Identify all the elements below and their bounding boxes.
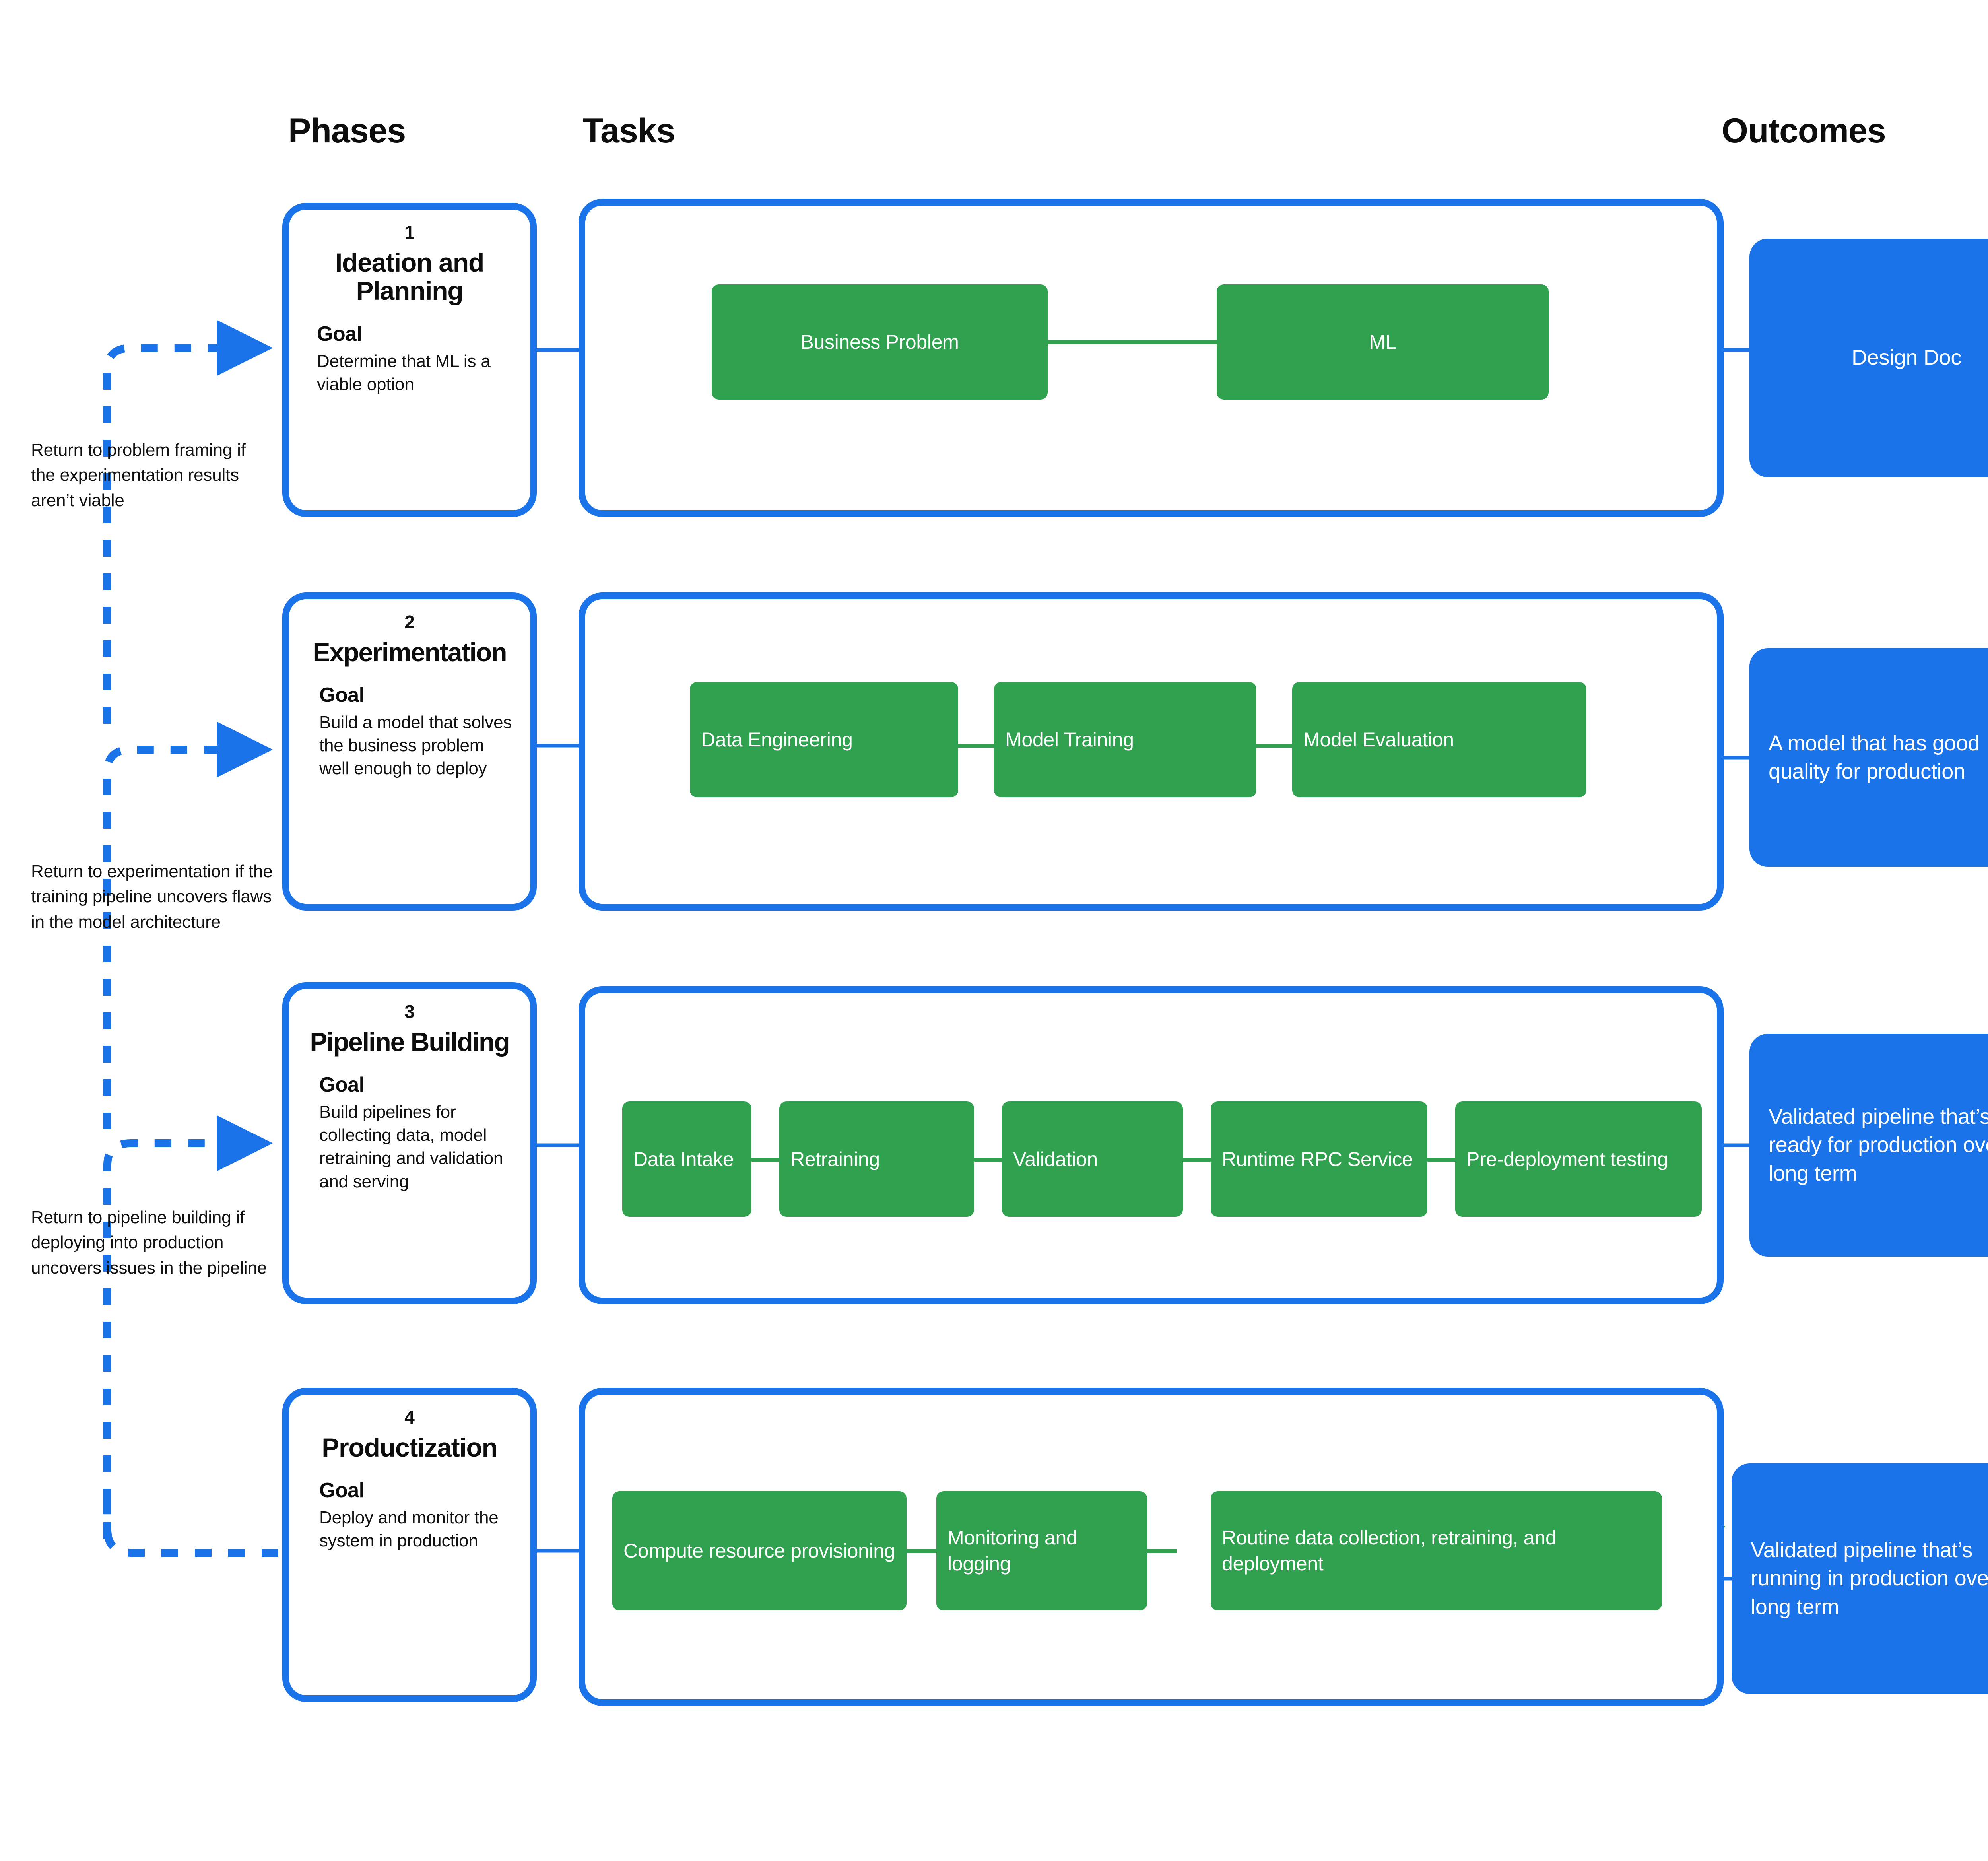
phase-card-ideation-and-planning[interactable]: 1 Ideation and Planning Goal Determine t… (282, 203, 537, 517)
task-connector-row-4-b (1147, 1549, 1177, 1553)
tasks-to-outcome-connectors (1724, 348, 1749, 1581)
task-box-model-evaluation[interactable]: Model Evaluation (1292, 682, 1586, 797)
phase-number: 1 (404, 222, 415, 243)
task-box-validation[interactable]: Validation (1002, 1101, 1183, 1217)
feedback-arrow-to-phase-2 (103, 722, 273, 1129)
task-connector-row-1 (1048, 340, 1217, 344)
phase-title: Productization (322, 1433, 498, 1462)
task-connector-row-3-c (1183, 1158, 1211, 1162)
task-connector-row-3-d (1427, 1158, 1455, 1162)
task-box-runtime-rpc-service[interactable]: Runtime RPC Service (1211, 1101, 1427, 1217)
outcome-box-design-doc[interactable]: Design Doc (1749, 239, 1988, 477)
phase-number: 3 (404, 1001, 415, 1022)
phase-goal-block: Goal Build pipelines for collecting data… (305, 1073, 514, 1193)
goal-text: Determine that ML is a viable option (317, 351, 491, 394)
goal-text: Build a model that solves the business p… (319, 713, 512, 779)
column-header-tasks: Tasks (582, 112, 675, 150)
task-box-compute-resource-provisioning[interactable]: Compute resource provisioning (612, 1491, 907, 1610)
task-box-pre-deployment-testing[interactable]: Pre-deployment testing (1455, 1101, 1702, 1217)
phase-number: 2 (404, 612, 415, 632)
task-connector-row-4-a (907, 1549, 936, 1553)
outcome-box-validated-pipeline-ready[interactable]: Validated pipeline that’s ready for prod… (1749, 1034, 1988, 1257)
task-box-data-engineering[interactable]: Data Engineering (690, 682, 958, 797)
phase-card-experimentation[interactable]: 2 Experimentation Goal Build a model tha… (282, 592, 537, 911)
task-box-data-intake[interactable]: Data Intake (622, 1101, 751, 1217)
goal-label: Goal (319, 1073, 365, 1097)
task-connector-row-2-a (958, 744, 994, 748)
phase-goal-block: Goal Deploy and monitor the system in pr… (305, 1478, 514, 1552)
phase-card-productization[interactable]: 4 Productization Goal Deploy and monitor… (282, 1388, 537, 1702)
outcome-box-validated-pipeline-running[interactable]: Validated pipeline that’s running in pro… (1732, 1463, 1988, 1694)
feedback-arrow-to-phase-3 (103, 1115, 273, 1539)
phase-to-tasks-connectors (537, 348, 579, 1553)
task-box-business-problem[interactable]: Business Problem (712, 284, 1048, 400)
column-header-outcomes: Outcomes (1722, 112, 1886, 150)
outcome-box-model-good-quality[interactable]: A model that has good quality for produc… (1749, 648, 1988, 867)
return-note-problem-framing: Return to problem framing if the experim… (31, 440, 246, 510)
task-box-routine-data-collection-retraining-deployment[interactable]: Routine data collection, retraining, and… (1211, 1491, 1662, 1610)
goal-text: Build pipelines for collecting data, mod… (319, 1102, 503, 1191)
goal-label: Goal (319, 1479, 365, 1502)
task-box-monitoring-and-logging[interactable]: Monitoring and logging (936, 1491, 1147, 1610)
goal-label: Goal (317, 322, 362, 346)
task-box-model-training[interactable]: Model Training (994, 682, 1256, 797)
phase-card-pipeline-building[interactable]: 3 Pipeline Building Goal Build pipelines… (282, 982, 537, 1304)
task-connector-row-3-b (974, 1158, 1002, 1162)
phase-goal-block: Goal Determine that ML is a viable optio… (305, 322, 514, 396)
goal-label: Goal (319, 684, 365, 707)
return-note-experimentation-training-pipeline: Return to experimentation if the trainin… (31, 862, 273, 932)
phase-title: Pipeline Building (310, 1027, 510, 1057)
feedback-spine-from-phase-4 (103, 1499, 278, 1557)
column-header-phases: Phases (288, 112, 406, 150)
phase-number: 4 (404, 1407, 415, 1428)
task-connector-row-3-a (751, 1158, 779, 1162)
task-box-ml[interactable]: ML (1217, 284, 1549, 400)
feedback-arrow-to-phase-1 (103, 320, 273, 724)
return-note-pipeline-building: Return to pipeline building if deploying… (31, 1208, 267, 1278)
phase-title: Ideation and Planning (335, 248, 484, 306)
phase-title: Experimentation (313, 637, 507, 667)
task-box-retraining[interactable]: Retraining (779, 1101, 974, 1217)
task-connector-row-2-b (1256, 744, 1292, 748)
goal-text: Deploy and monitor the system in product… (319, 1508, 499, 1551)
phase-goal-block: Goal Build a model that solves the busin… (305, 683, 514, 780)
